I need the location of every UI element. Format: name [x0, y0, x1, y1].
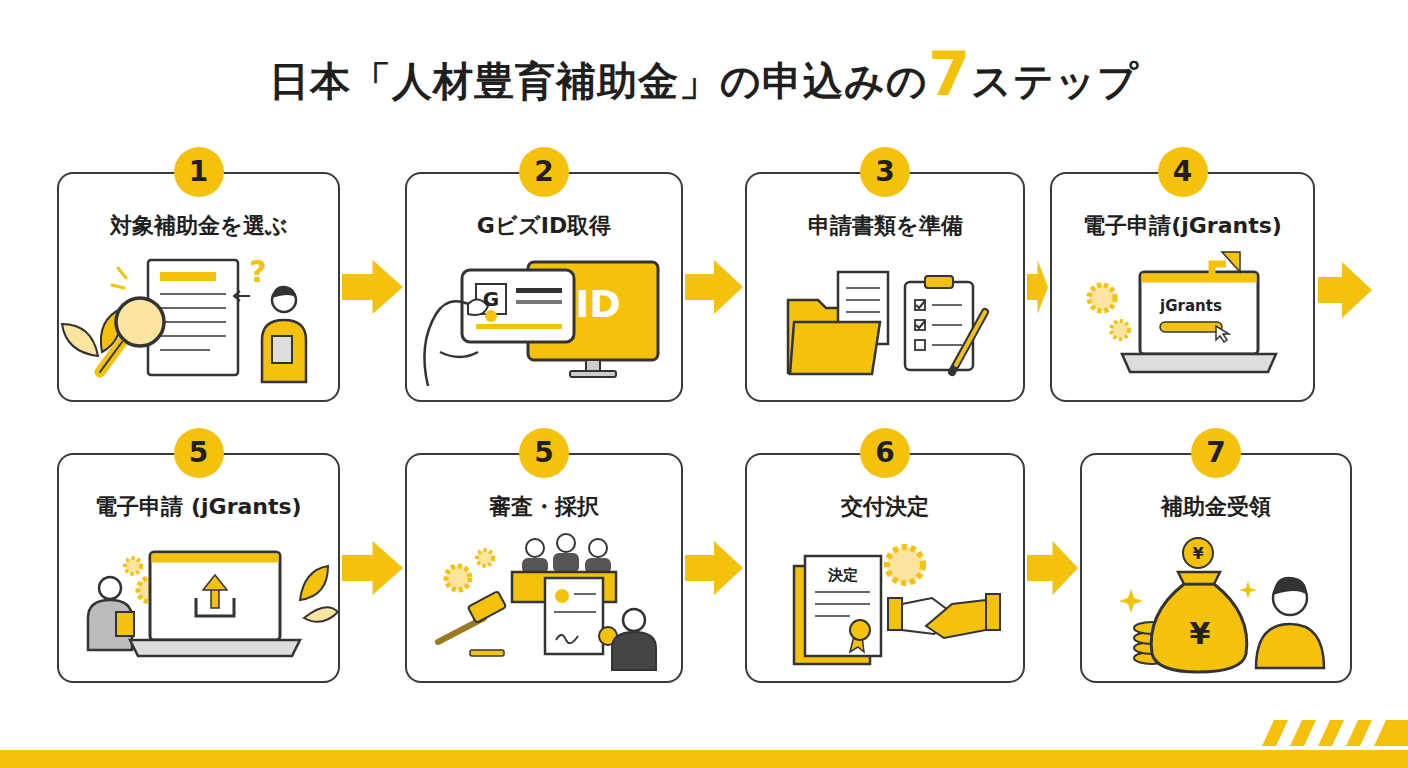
bottom-band-shape [1374, 720, 1408, 746]
step-box: 5電子申請 (jGrants) [57, 453, 340, 683]
illustration-text: 決定 [828, 568, 858, 583]
step-number: 2 [519, 147, 569, 197]
flow-arrow [685, 541, 743, 595]
illustration-text: ? [249, 257, 266, 287]
step-label: 補助金受領 [1086, 493, 1346, 521]
step-number: 6 [860, 428, 910, 478]
step-number: 5 [519, 428, 569, 478]
bottom-band-shape [1346, 720, 1372, 746]
flow-arrow [685, 260, 743, 314]
step-box: 2GビズID取得 [405, 172, 683, 402]
flow-arrow [342, 260, 403, 314]
flow-arrow [1027, 260, 1048, 314]
step-box: 7補助金受領 [1080, 453, 1352, 683]
diagram-title: 日本「人材豊育補助金」の申込みの7ステップ [0, 42, 1408, 113]
step-label: 審査・採択 [411, 493, 677, 521]
bottom-band [0, 720, 1408, 768]
step-box: 3申請書類を準備 [745, 172, 1025, 402]
step-number: 3 [860, 147, 910, 197]
step-number: 7 [1191, 428, 1241, 478]
bottom-band-shape [1290, 720, 1316, 746]
step-number: 4 [1158, 147, 1208, 197]
bottom-band-shape [0, 750, 1408, 768]
bottom-band-shape [1262, 720, 1288, 746]
illustration-text: ¥ [1190, 619, 1211, 649]
step-label: GビズID取得 [411, 212, 677, 240]
step-box: 5審査・採択 [405, 453, 683, 683]
step-label: 交付決定 [751, 493, 1019, 521]
step-label: 対象補助金を選ぶ [63, 212, 334, 240]
title-part: 7 [928, 39, 971, 109]
bottom-band-shape [1318, 720, 1344, 746]
title-part: 日本「人材豊育補助金」の申込みの [269, 58, 928, 104]
title-part: ステップ [971, 58, 1139, 104]
step-label: 電子申請(jGrants) [1056, 212, 1309, 240]
step-number: 1 [174, 147, 224, 197]
illustration-text: ID [575, 285, 621, 323]
step-label: 電子申請 (jGrants) [63, 493, 334, 521]
step-label: 申請書類を準備 [751, 212, 1019, 240]
illustration-text: jGrants [1160, 299, 1222, 314]
continuation-arrow [1318, 262, 1372, 318]
flow-arrow [1027, 541, 1078, 595]
illustration-text: ¥ [1192, 546, 1203, 562]
step-box: 6交付決定 [745, 453, 1025, 683]
step-number: 5 [174, 428, 224, 478]
step-box: 4電子申請(jGrants) [1050, 172, 1315, 402]
step-box: 1対象補助金を選ぶ [57, 172, 340, 402]
illustration-text: G [483, 289, 499, 309]
flow-arrow [342, 541, 403, 595]
